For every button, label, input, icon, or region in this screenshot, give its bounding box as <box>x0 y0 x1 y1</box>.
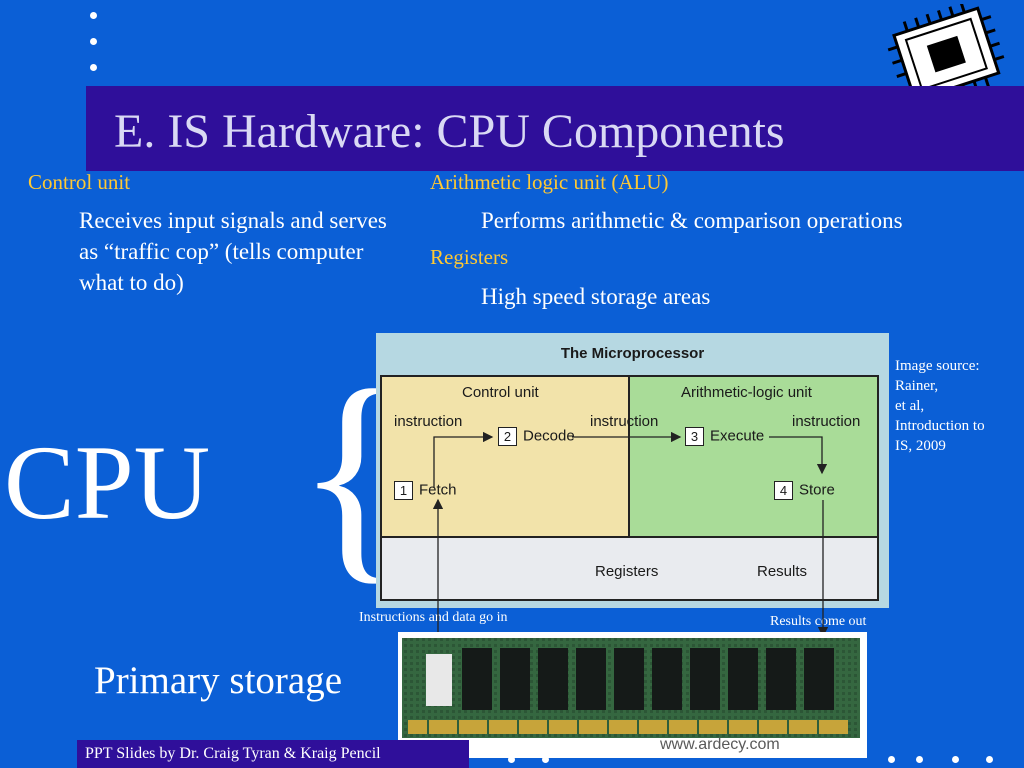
registers-heading: Registers <box>430 245 509 269</box>
instructions-caption: Instructions and data go in <box>359 610 508 625</box>
control-unit-heading: Control unit <box>28 170 131 194</box>
decor-dot <box>542 756 549 763</box>
credit-line: Introduction to <box>895 418 985 434</box>
step-number: 4 <box>774 481 793 500</box>
step-decode: 2 Decode <box>498 427 575 446</box>
cpu-label: CPU <box>4 424 211 541</box>
decor-dot <box>986 756 993 763</box>
instruction-label-3: instruction <box>792 413 861 430</box>
alu-heading: Arithmetic logic unit (ALU) <box>430 170 669 194</box>
results-caption: Results come out <box>770 614 867 629</box>
step-label: Execute <box>710 427 765 445</box>
figure-title: The Microprocessor <box>560 345 705 362</box>
credit-line: et al, <box>895 398 925 414</box>
decor-dot <box>952 756 959 763</box>
footer-credit: PPT Slides by Dr. Craig Tyran & Kraig Pe… <box>77 740 469 768</box>
figure-alu-label: Arithmetic-logic unit <box>681 384 812 401</box>
registers-box <box>380 538 879 601</box>
microprocessor-figure: The Microprocessor Control unit Arithmet… <box>376 333 889 608</box>
instruction-label-1: instruction <box>394 413 463 430</box>
decor-dot <box>90 64 97 71</box>
credit-line: IS, 2009 <box>895 438 946 454</box>
title-band <box>86 86 1024 171</box>
step-number: 3 <box>685 427 704 446</box>
figure-results-label: Results <box>757 563 808 580</box>
step-number: 2 <box>498 427 517 446</box>
alu-description: Performs arithmetic & comparison operati… <box>481 208 903 233</box>
figure-control-unit-label: Control unit <box>462 384 539 401</box>
decor-dot <box>508 756 515 763</box>
control-unit-description: Receives input signals and serves as “tr… <box>79 208 387 295</box>
decor-dot <box>916 756 923 763</box>
step-execute: 3 Execute <box>685 427 764 446</box>
alu-box <box>630 375 879 538</box>
decor-dot <box>90 38 97 45</box>
memory-module-watermark: www.ardecy.com <box>660 736 780 753</box>
control-unit-box <box>380 375 630 538</box>
step-fetch: 1 Fetch <box>394 481 457 500</box>
image-credit: Image source: Rainer, et al, Introductio… <box>895 356 1020 456</box>
instruction-label-2: instruction <box>590 413 659 430</box>
memory-module-image: www.ardecy.com <box>398 632 867 758</box>
step-number: 1 <box>394 481 413 500</box>
step-label: Store <box>799 481 835 499</box>
memory-module-graphic <box>402 638 860 738</box>
decor-dot <box>90 12 97 19</box>
decor-dot <box>888 756 895 763</box>
flow-arrows <box>433 431 828 488</box>
slide-title: E. IS Hardware: CPU Components <box>114 105 785 158</box>
primary-storage-label: Primary storage <box>94 659 343 702</box>
registers-description: High speed storage areas <box>481 284 711 309</box>
step-label: Fetch <box>419 481 457 499</box>
step-label: Decode <box>523 427 575 445</box>
step-store: 4 Store <box>774 481 835 500</box>
credit-line: Image source: Rainer, <box>895 358 980 394</box>
figure-registers-label: Registers <box>595 563 659 580</box>
